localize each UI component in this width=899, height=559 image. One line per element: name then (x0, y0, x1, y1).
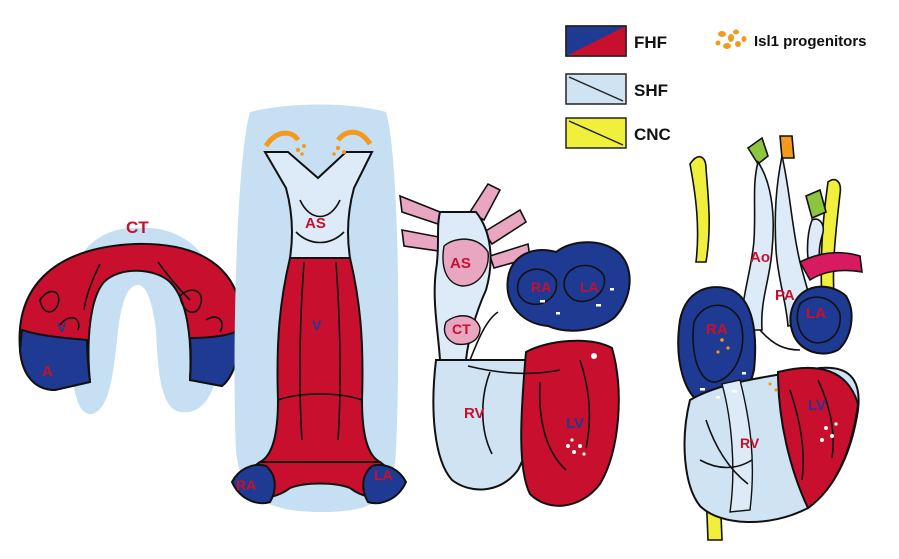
stage4-rv-label: RV (740, 435, 760, 451)
legend: FHF SHF CNC Isl1 progenitors (566, 26, 867, 148)
stage3-la-label: LA (580, 279, 599, 295)
legend-isl1-dots (716, 30, 747, 50)
stage3-as-label: AS (450, 255, 471, 272)
stage1-cardiac-crescent: CT V A (20, 218, 242, 414)
stage4-la-label: LA (806, 305, 826, 322)
stage1-left-pole (20, 330, 90, 390)
stage3-ra-label: RA (531, 279, 551, 295)
stage2-la-label: LA (374, 467, 393, 483)
stage2-heart-tube: AS V RA LA (232, 105, 406, 513)
stage4-ao-label: Ao (750, 249, 770, 266)
stage4-mature-heart: Ao PA RA LA RV LV (678, 136, 862, 540)
stage2-v-label: V (312, 317, 322, 333)
legend-fhf-label: FHF (634, 33, 667, 52)
legend-cnc-swatch (566, 118, 626, 148)
stage3-looping-heart: AS CT RV RA LA LV (400, 184, 630, 506)
stage1-a-label: A (42, 363, 53, 380)
stage3-ct-label: CT (452, 321, 471, 337)
stage2-as-label: AS (305, 215, 326, 232)
stage3-right-ventricle (433, 360, 531, 489)
stage1-right-pole (190, 330, 240, 386)
legend-shf-label: SHF (634, 81, 668, 100)
legend-shf-swatch (566, 74, 626, 104)
legend-cnc-label: CNC (634, 125, 671, 144)
stage4-pa-label: PA (775, 287, 795, 304)
stage3-atria (507, 242, 629, 330)
stage1-ct-label: CT (126, 218, 149, 237)
stage1-v-label: V (57, 319, 67, 335)
stage3-rv-label: RV (464, 405, 485, 422)
legend-isl1-label: Isl1 progenitors (754, 33, 867, 50)
legend-fhf-swatch (566, 26, 626, 56)
stage4-lv-label: LV (808, 397, 826, 414)
stage3-lv-label: LV (566, 415, 584, 432)
stage4-ra-label: RA (706, 321, 728, 338)
stage2-ra-label: RA (236, 477, 256, 493)
